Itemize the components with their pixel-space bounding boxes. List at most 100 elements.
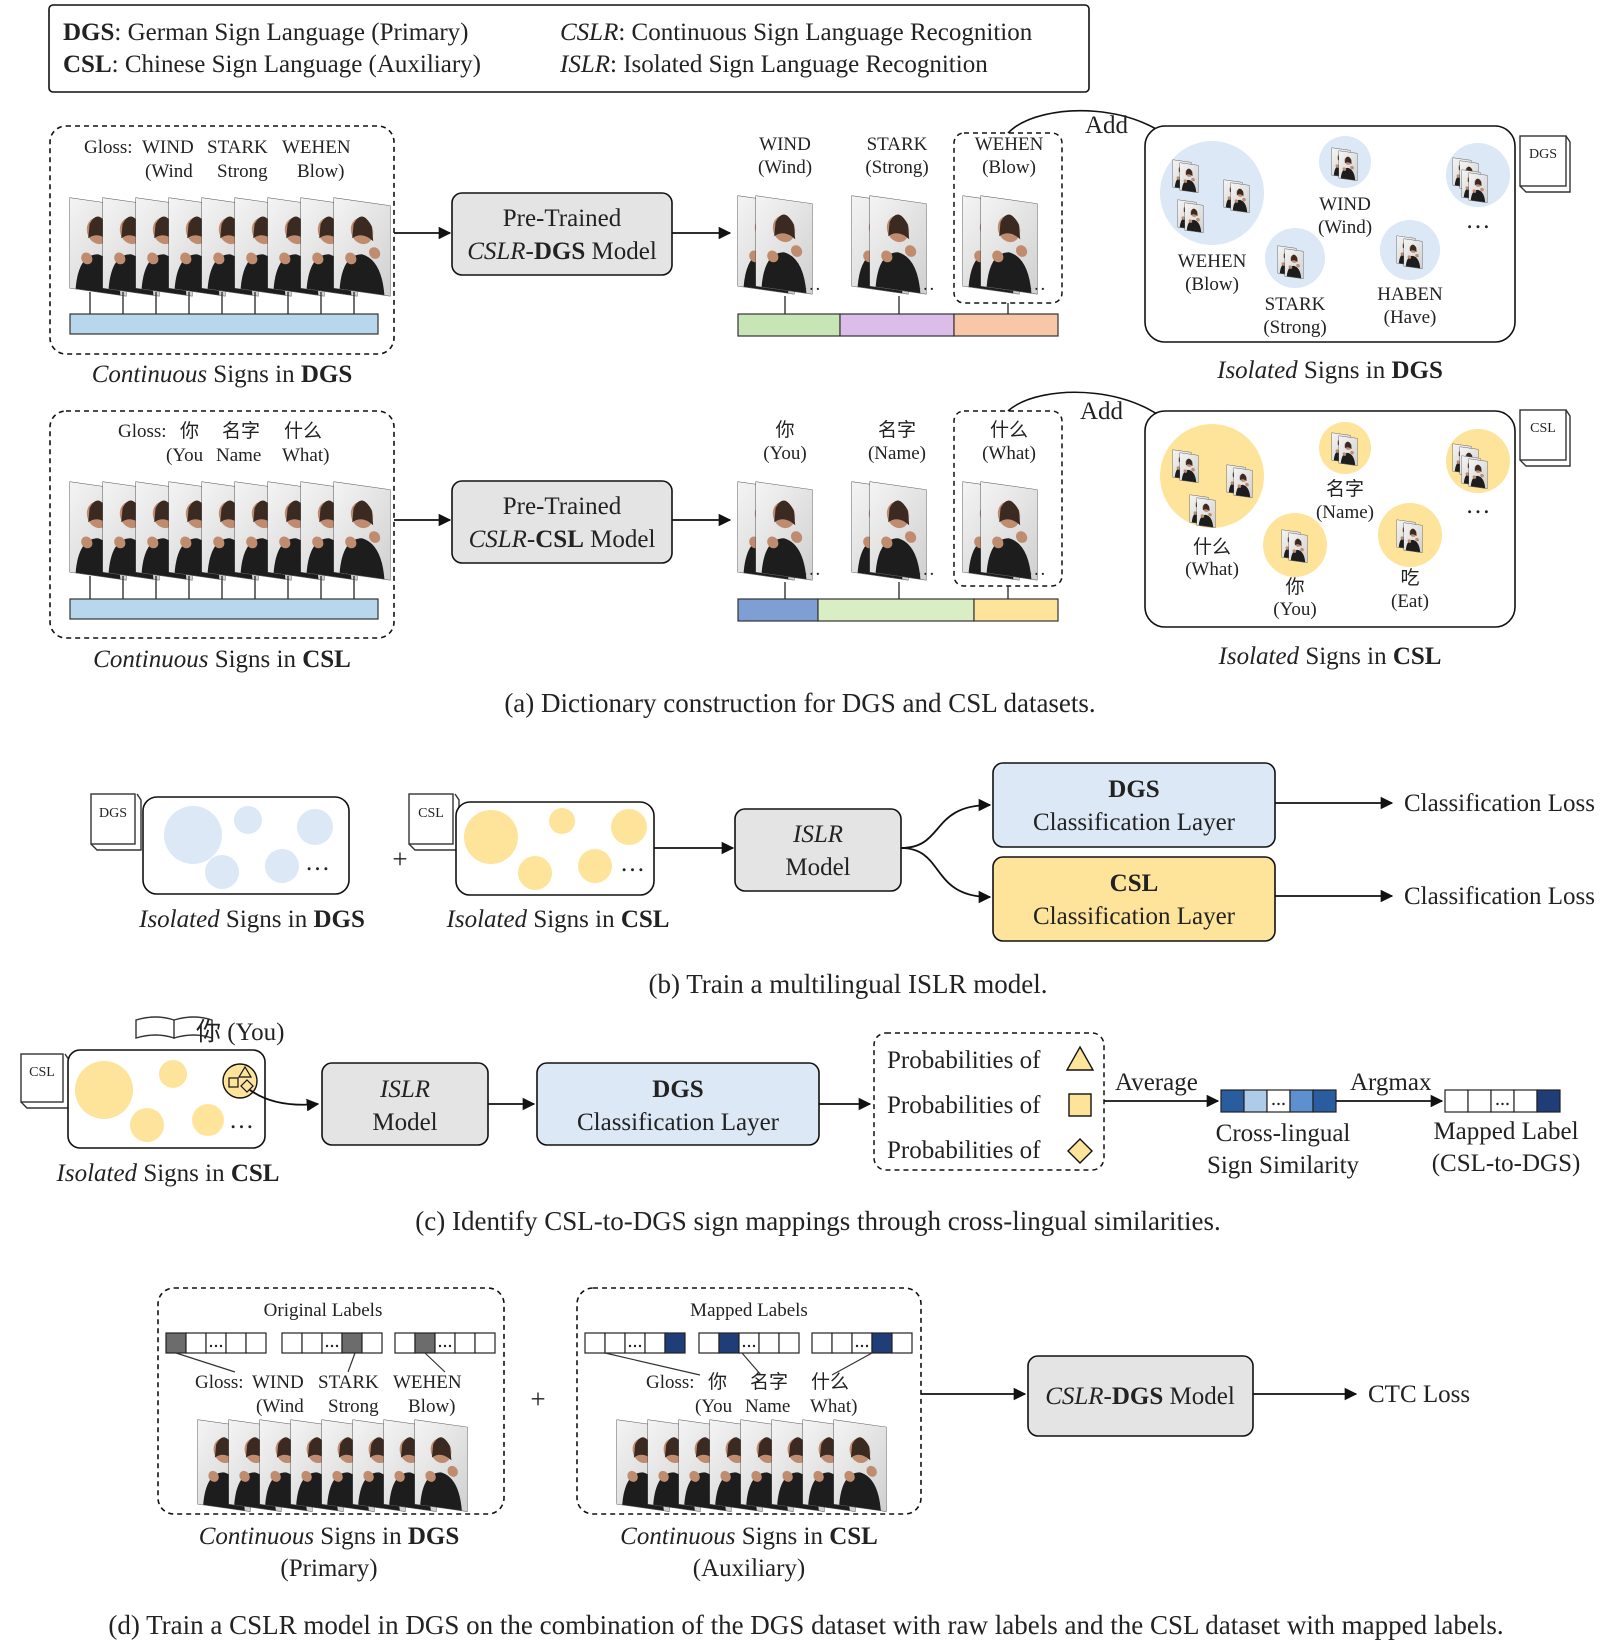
- svg-text:Gloss:: Gloss:: [118, 421, 167, 442]
- svg-text:Gloss:: Gloss:: [195, 1372, 244, 1393]
- plus-sign: +: [392, 844, 407, 874]
- original-labels-title: Original Labels: [264, 1300, 383, 1321]
- svg-text:(Auxiliary): (Auxiliary): [693, 1555, 805, 1582]
- ellipsis: …: [305, 849, 330, 876]
- svg-text:Classification Layer: Classification Layer: [577, 1109, 780, 1136]
- dgs-gloss-trans-1: (Wind: [145, 161, 193, 182]
- dgs-seg-word-wehen: WEHEN: [975, 134, 1044, 155]
- dgs-continuous-caption: Continuous Signs in DGS: [92, 361, 352, 388]
- svg-text:WIND: WIND: [252, 1372, 304, 1393]
- panel-c: CSL 你 (You) … Isolated Signs in CSL ISLR…: [20, 1016, 1581, 1187]
- svg-text:(CSL-to-DGS): (CSL-to-DGS): [1432, 1150, 1581, 1177]
- dgs-gloss-trans-3: Blow): [297, 161, 345, 182]
- dgs-add-label: Add: [1085, 112, 1129, 139]
- dgs-gloss-trans-2: Strong: [217, 161, 268, 182]
- video-frame: [1468, 458, 1488, 489]
- panel-d-caption: (d) Train a CSLR model in DGS on the com…: [108, 1610, 1503, 1640]
- ellipsis: …: [1466, 492, 1491, 519]
- svg-text:(Name): (Name): [868, 443, 926, 464]
- dgs-video-frames: [69, 197, 391, 297]
- prob-row-square: Probabilities of: [887, 1092, 1041, 1119]
- vector-cell: [205, 1332, 227, 1354]
- dgs-gloss-prefix: Gloss:: [84, 137, 133, 158]
- dgs-model-line2: CSLR-DGS Model: [467, 238, 657, 265]
- csl-gloss-word-3: 什么: [284, 420, 322, 442]
- vector-cell: [831, 1332, 853, 1354]
- dgs-classification-layer: [992, 762, 1276, 848]
- dgs-seg-trans-wehen: (Blow): [982, 157, 1036, 178]
- cont-dgs-caption: Continuous Signs in DGS: [199, 1523, 459, 1550]
- legend-csl: CSL: Chinese Sign Language (Auxiliary): [63, 51, 481, 78]
- open-book-icon: [135, 1016, 213, 1039]
- csl-gloss-word-2: 名字: [222, 420, 260, 442]
- svg-text:(Strong): (Strong): [1263, 317, 1326, 338]
- dgs-continuous-box: [49, 125, 395, 355]
- csl-seg-frames-3: [962, 481, 1038, 581]
- panel-a-caption: (a) Dictionary construction for DGS and …: [504, 688, 1095, 718]
- vector-cell: [1513, 1089, 1538, 1113]
- dgs-gloss-word-2: STARK: [207, 137, 268, 158]
- svg-text:STARK: STARK: [318, 1372, 379, 1393]
- vector-cell: [851, 1332, 873, 1354]
- svg-text:DGS: DGS: [1529, 147, 1557, 162]
- svg-text:(What): (What): [982, 443, 1036, 464]
- video-frame: [755, 481, 813, 581]
- csl-continuous-caption: Continuous Signs in CSL: [93, 646, 351, 673]
- svg-text:(What): (What): [1185, 559, 1239, 580]
- svg-text:(You: (You: [166, 445, 204, 466]
- vector-cell: [718, 1332, 740, 1354]
- dgs-book-icon: DGS: [90, 793, 142, 851]
- video-frame: [833, 1419, 887, 1512]
- orig-label-vec-1: [165, 1332, 267, 1354]
- vector-cell: [245, 1332, 267, 1354]
- svg-text:Model: Model: [785, 854, 850, 881]
- plus-sign: +: [530, 1384, 545, 1414]
- svg-text:名字: 名字: [750, 1371, 788, 1393]
- svg-text:DGS: DGS: [1108, 776, 1159, 803]
- ellipsis: …: [1027, 274, 1046, 295]
- csl-book-icon: CSL: [20, 1053, 70, 1109]
- svg-text:Blow): Blow): [408, 1396, 456, 1417]
- svg-text:(You): (You): [1273, 599, 1316, 620]
- dgs-seg-trans-stark: (Strong): [865, 157, 928, 178]
- ctc-loss-label: CTC Loss: [1368, 1381, 1470, 1408]
- video-frame: [1284, 248, 1304, 279]
- ellipsis: …: [802, 559, 821, 580]
- iso-csl-caption: Isolated Signs in CSL: [446, 906, 670, 933]
- svg-text:CSL: CSL: [1110, 870, 1159, 897]
- vector-cell: [1467, 1089, 1492, 1113]
- dgs-gloss-word-3: WEHEN: [282, 137, 351, 158]
- prob-row-diamond: Probabilities of: [887, 1137, 1041, 1164]
- vector-cell: [165, 1332, 187, 1354]
- csl-segment-name: [817, 598, 975, 622]
- svg-text:CSL: CSL: [1530, 421, 1556, 436]
- iso-dgs-caption: Isolated Signs in DGS: [138, 906, 365, 933]
- svg-text:Name: Name: [216, 445, 261, 466]
- csl-add-label: Add: [1080, 398, 1124, 425]
- vector-cell: [778, 1332, 800, 1354]
- vector-cell: [1444, 1089, 1469, 1113]
- panel-a-dgs-row: Gloss: WIND STARK WEHEN (Wind Strong Blo…: [49, 109, 1571, 388]
- vector-cell: [474, 1332, 496, 1354]
- svg-text:(Primary): (Primary): [280, 1555, 377, 1582]
- dgs-seg-word-stark: STARK: [867, 134, 928, 155]
- dgs-seg-frames-1: [737, 195, 813, 295]
- mapped-label-caption: Mapped Label: [1433, 1118, 1578, 1145]
- vector-cell: [321, 1332, 343, 1354]
- dgs-seg-frames-2: [851, 195, 927, 295]
- svg-text:Sign Similarity: Sign Similarity: [1207, 1152, 1360, 1179]
- dgs-seg-word-wind: WIND: [759, 134, 811, 155]
- csl-seg-word-name: 名字: [878, 419, 916, 441]
- csl-model-line2: CSLR-CSL Model: [469, 526, 656, 553]
- orig-label-vec-3: [394, 1332, 496, 1354]
- dgs-video-frames: [197, 1419, 468, 1512]
- panel-b: DGS … Isolated Signs in DGS + CSL … Isol…: [90, 762, 1595, 942]
- svg-text:Gloss:: Gloss:: [646, 1372, 695, 1393]
- video-frame: [1196, 497, 1216, 528]
- vector-cell: [1289, 1089, 1314, 1113]
- iso-label-haben: HABEN: [1377, 284, 1443, 305]
- vector-cell: [584, 1332, 606, 1354]
- vector-cell: [758, 1332, 780, 1354]
- csl-continuous-bar: [69, 598, 379, 620]
- dgs-book-icon: DGS: [1519, 135, 1571, 193]
